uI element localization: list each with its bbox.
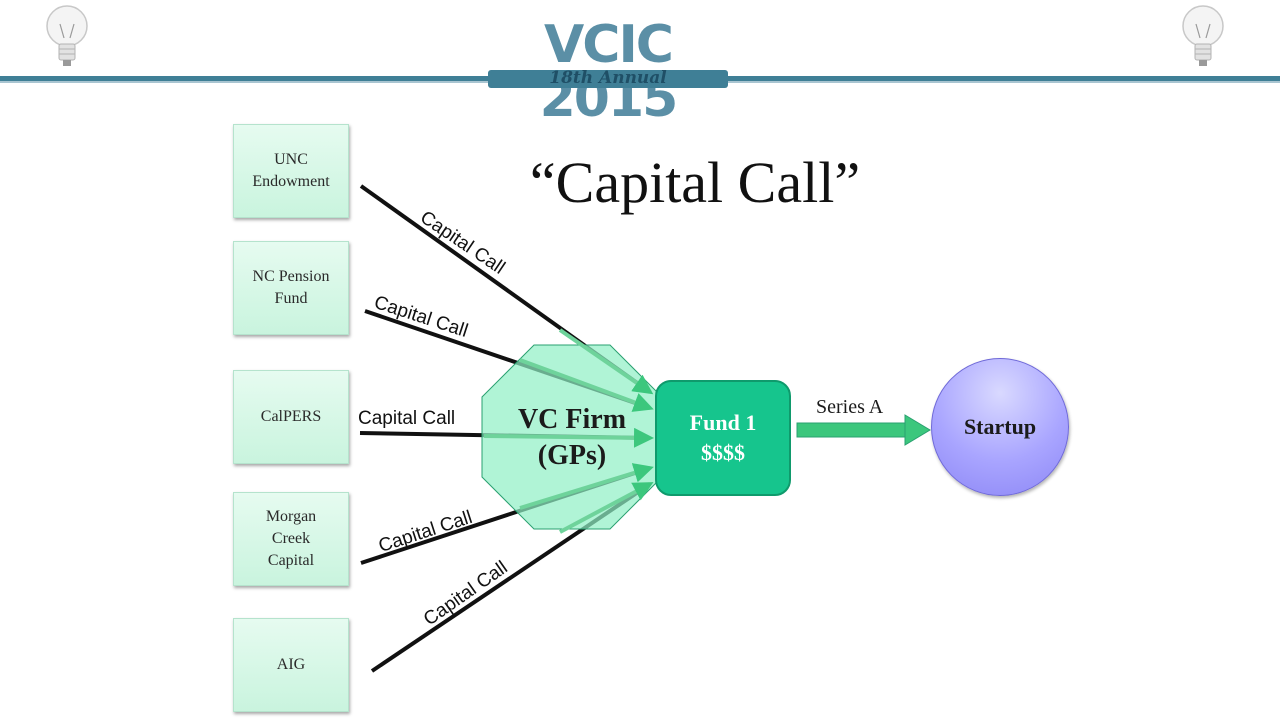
investor-label: Fund [274, 290, 308, 307]
investor-label: UNC [274, 151, 308, 168]
slide-title: “Capital Call” [529, 150, 861, 215]
investor-label: AIG [276, 656, 306, 673]
lightbulb-icon [1168, 2, 1238, 76]
investor-morgan-creek-capital: Morgan Creek Capital [233, 492, 349, 586]
startup-circle: Startup [931, 358, 1069, 496]
vc-firm-title: VC Firm [517, 404, 627, 435]
series-a-arrow-shaft [796, 422, 908, 438]
fund-box: Fund 1 $$$$ [655, 380, 791, 496]
investor-label: Endowment [252, 173, 330, 190]
investor-calpers: CalPERS [233, 370, 349, 464]
capital-call-arrow-2 [519, 358, 654, 412]
vc-firm-subtitle: (GPs) [537, 440, 607, 471]
fund-amount: $$$$ [701, 440, 745, 465]
series-a-label: Series A [816, 396, 884, 418]
investor-label: Creek [271, 530, 311, 547]
capital-call-label-3: Capital Call [358, 408, 456, 429]
investor-label: Morgan [265, 508, 317, 525]
fund-name: Fund 1 [689, 410, 757, 435]
investor-label: Capital [267, 552, 315, 569]
investor-label: CalPERS [260, 408, 322, 425]
logo-subtitle: 18th Annual [549, 68, 667, 88]
lightbulb-icon [32, 2, 102, 76]
investor-nc-pension-fund: NC Pension Fund [233, 241, 349, 335]
vc-firm-label: VC Firm (GPs) [492, 402, 652, 474]
capital-call-arrow-4 [519, 463, 654, 510]
investor-label: NC Pension [252, 268, 330, 285]
startup-label: Startup [963, 414, 1037, 439]
series-a-arrow-head [904, 414, 931, 446]
capital-call-arrow-1 [558, 328, 654, 395]
investor-unc-endowment: UNC Endowment [233, 124, 349, 218]
logo-ribbon [488, 70, 728, 88]
capital-call-arrow-3 [483, 427, 654, 448]
capital-call-arrow-5 [559, 482, 654, 534]
vcic-logo: VCIC 2015 18th Annual [472, 18, 744, 126]
investor-aig: AIG [233, 618, 349, 712]
